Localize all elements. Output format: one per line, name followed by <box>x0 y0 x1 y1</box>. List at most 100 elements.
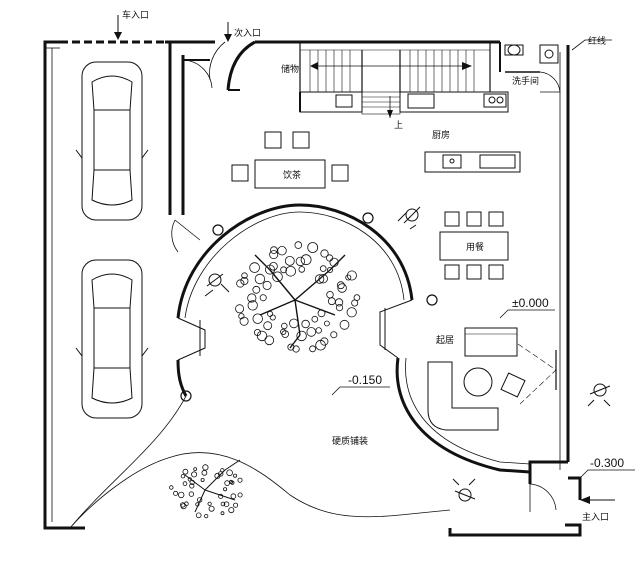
planting-circle <box>220 501 226 507</box>
planting-circle <box>311 315 319 323</box>
planting-circle <box>319 265 327 272</box>
tea-table <box>231 131 349 189</box>
label-paving: 硬质铺装 <box>332 435 368 447</box>
planting-circle <box>238 313 245 320</box>
level-living: ±0.000 <box>512 296 549 310</box>
planting-circle <box>315 327 322 334</box>
label-dining: 用餐 <box>466 241 484 253</box>
planting-circle <box>189 483 195 489</box>
planting-circle <box>327 297 336 306</box>
planting-circle <box>249 262 260 273</box>
top-counter <box>299 91 509 113</box>
planting-circle <box>184 501 189 507</box>
planting-circle <box>285 265 297 277</box>
label-tea: 饮茶 <box>283 169 301 181</box>
planting-circle <box>180 503 187 510</box>
outer-wall-inner-lines <box>45 47 561 522</box>
level-entrance: -0.300 <box>590 456 624 470</box>
sight-lines <box>517 343 557 405</box>
planting-circle <box>253 328 261 336</box>
planting-circle <box>309 345 317 353</box>
columns <box>180 212 438 402</box>
planting-circle <box>345 274 352 281</box>
planting-circle <box>182 468 189 475</box>
planting-circle <box>256 330 268 342</box>
courtyard-door-right <box>379 299 413 359</box>
label-up: 上 <box>394 120 403 131</box>
side-door-swing <box>171 219 201 253</box>
red-line-leader <box>571 39 612 51</box>
planting-circle <box>269 314 276 321</box>
planting-circle <box>289 318 299 329</box>
planting-circle <box>272 271 283 283</box>
planting-circle <box>233 502 239 508</box>
planting-circle <box>201 469 208 476</box>
label-red-line: 红线 <box>588 35 606 47</box>
planting-circle <box>200 477 205 482</box>
planting-circle <box>252 285 261 294</box>
planting-circle <box>252 313 263 324</box>
planting-circle <box>346 307 357 318</box>
planting-circle <box>353 294 361 301</box>
planting-circle <box>177 491 185 499</box>
planting-circle <box>237 477 243 483</box>
planting-circle <box>269 261 278 271</box>
level-courtyard: -0.150 <box>348 373 382 387</box>
planting-circle <box>214 472 221 479</box>
main-entrance-door <box>529 483 557 512</box>
planting-circle <box>247 293 257 303</box>
planting-circle <box>226 469 233 477</box>
level-marker-living <box>499 309 555 319</box>
garage-wall <box>168 42 185 215</box>
tree-branches <box>254 254 346 349</box>
living-furniture <box>427 327 526 431</box>
planting-circle <box>323 320 330 327</box>
stair-block <box>299 42 491 92</box>
label-living: 起居 <box>436 335 454 346</box>
planting-circle <box>295 256 306 267</box>
planting-circle <box>325 254 334 262</box>
car-lower <box>75 259 149 419</box>
courtyard-tree <box>235 241 361 353</box>
planting-circle <box>223 501 230 508</box>
planting-circle <box>262 280 272 290</box>
planting-circle <box>307 242 319 253</box>
planting-circle <box>336 281 345 290</box>
planting-circle <box>270 246 278 254</box>
dining-table <box>439 211 509 280</box>
label-main-entrance: 主入口 <box>582 511 609 523</box>
garage-door-swing <box>182 59 213 90</box>
planting-circle <box>294 241 303 249</box>
planting-circle <box>296 330 307 342</box>
planting-circle <box>208 505 215 512</box>
planting-circle <box>239 316 249 326</box>
planting-circle <box>264 335 275 346</box>
planting-circle <box>280 328 287 335</box>
planting-circle <box>230 480 235 485</box>
person-figures <box>204 206 611 502</box>
planting-circle <box>339 319 350 330</box>
planting-circle <box>254 273 266 285</box>
planting-circle <box>320 337 329 346</box>
planting-circle <box>259 294 267 302</box>
planting-circle <box>306 327 317 337</box>
planting-circle <box>335 303 344 312</box>
planting-circle <box>284 255 295 266</box>
planting-circle <box>195 512 202 519</box>
planting-circle <box>280 266 288 274</box>
planting-circle <box>233 473 238 478</box>
planting-circle <box>230 493 237 500</box>
paving-curve <box>69 395 451 529</box>
stair-treads <box>300 49 490 92</box>
planting-circle <box>220 511 225 516</box>
planting-circle <box>236 279 245 288</box>
planting-circle <box>292 345 300 353</box>
planting-circle <box>173 490 179 496</box>
courtyard-curve-top <box>176 203 414 319</box>
planting-circle <box>169 485 174 490</box>
planting-circle <box>287 343 295 351</box>
planting-circle <box>193 467 198 472</box>
entry-curve-wall <box>226 40 256 91</box>
planting-circle <box>247 300 258 311</box>
